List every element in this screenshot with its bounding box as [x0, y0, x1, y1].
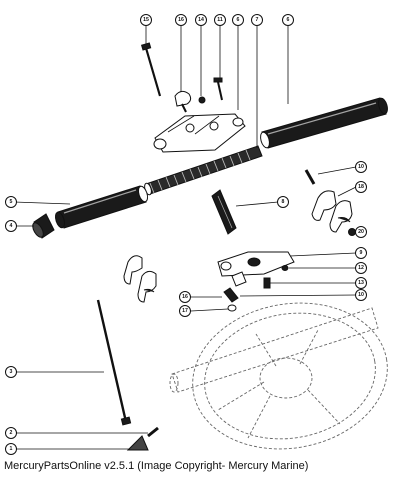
- svg-text:20: 20: [358, 229, 364, 235]
- callout-8: 8: [277, 196, 289, 208]
- image-caption: MercuryPartsOnline v2.5.1 (Image Copyrig…: [4, 460, 309, 472]
- svg-text:17: 17: [182, 308, 188, 314]
- callout-6-left: 6: [232, 14, 244, 26]
- svg-text:7: 7: [256, 17, 259, 23]
- part-pin-top: [304, 169, 316, 185]
- svg-text:12: 12: [358, 265, 364, 271]
- svg-text:15: 15: [143, 17, 149, 23]
- callout-16-lower: 16: [179, 291, 191, 303]
- callout-2: 2: [5, 427, 17, 439]
- svg-text:9: 9: [360, 250, 363, 256]
- callout-12: 12: [355, 262, 367, 274]
- callout-15: 15: [140, 14, 152, 26]
- svg-text:10: 10: [358, 164, 364, 170]
- parts-artwork: [32, 42, 388, 451]
- callout-3: 3: [5, 366, 17, 378]
- part-bolt-long-top: [140, 42, 162, 97]
- part-center-housing: [153, 113, 246, 153]
- part-screw-short: [213, 77, 223, 101]
- part-clamp-right: [311, 190, 353, 233]
- svg-text:18: 18: [358, 184, 364, 190]
- part-tube-right: [260, 97, 388, 149]
- part-nut-12: [281, 265, 289, 271]
- svg-text:8: 8: [282, 199, 285, 205]
- part-ball: [348, 228, 356, 236]
- callout-5: 5: [5, 196, 17, 208]
- callout-14: 14: [195, 14, 207, 26]
- part-nut-small: [198, 96, 206, 104]
- part-knob-top: [174, 90, 192, 113]
- svg-text:16: 16: [182, 294, 188, 300]
- callout-6-right: 6: [282, 14, 294, 26]
- callout-10-top: 10: [355, 161, 367, 173]
- callout-7: 7: [251, 14, 263, 26]
- callout-11: 11: [214, 14, 226, 26]
- svg-text:6: 6: [287, 17, 290, 23]
- callout-18: 18: [355, 181, 367, 193]
- part-tube-left: [54, 185, 149, 229]
- callout-1: 1: [5, 443, 17, 455]
- callout-10-lower: 10: [355, 289, 367, 301]
- part-long-rod: [96, 299, 132, 426]
- part-screw-13: [263, 277, 271, 289]
- svg-text:16: 16: [178, 17, 184, 23]
- callout-9: 9: [355, 247, 367, 259]
- part-end-cap: [32, 213, 55, 239]
- part-spring: [144, 145, 263, 196]
- steering-wheel-reference: [169, 302, 388, 450]
- svg-text:14: 14: [198, 17, 204, 23]
- svg-text:5: 5: [10, 199, 13, 205]
- callout-13: 13: [355, 277, 367, 289]
- part-wedge: [126, 435, 149, 451]
- svg-text:1: 1: [10, 446, 13, 452]
- svg-text:11: 11: [217, 17, 223, 23]
- part-shaft: [211, 189, 237, 235]
- svg-text:10: 10: [358, 292, 364, 298]
- part-bushing: [223, 287, 239, 303]
- parts-exploded-diagram: 15 16 14 11 6 7 6 10 18 5 8 20 4 9 12 13…: [5, 14, 388, 455]
- svg-text:13: 13: [358, 280, 364, 286]
- part-small-pin: [147, 426, 159, 438]
- svg-text:2: 2: [10, 430, 13, 436]
- part-clamp-left: [123, 255, 157, 303]
- part-lower-housing: [217, 251, 295, 287]
- svg-text:4: 4: [10, 223, 13, 229]
- callout-16-top: 16: [175, 14, 187, 26]
- svg-text:6: 6: [237, 17, 240, 23]
- callout-17: 17: [179, 305, 191, 317]
- svg-text:3: 3: [10, 369, 13, 375]
- callout-4: 4: [5, 220, 17, 232]
- callout-bubbles: 15 16 14 11 6 7 6 10 18 5 8 20 4 9 12 13…: [5, 14, 367, 455]
- callout-20: 20: [355, 226, 367, 238]
- part-washer: [227, 304, 237, 312]
- callout-lines: [13, 20, 357, 450]
